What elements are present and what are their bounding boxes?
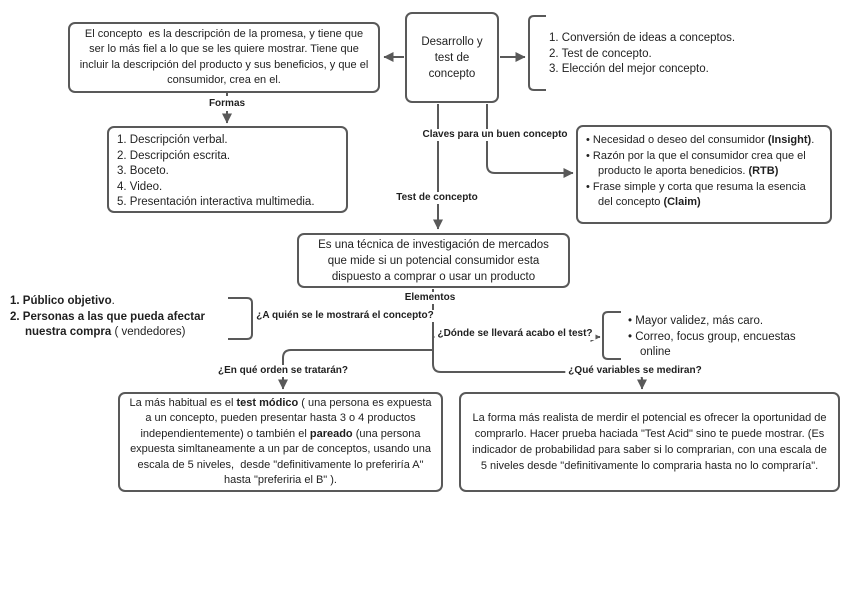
- list-item: 3. Elección del mejor concepto.: [549, 63, 709, 75]
- bracket-publico: [228, 297, 253, 340]
- list-item: 3. Boceto.: [117, 165, 169, 177]
- stages-list: 1. Conversión de ideas a conceptos. 2. T…: [549, 31, 779, 78]
- concept-definition-box: El concepto es la descripción de la prom…: [68, 22, 380, 93]
- bracket-validez: [602, 311, 621, 360]
- monadico-text: La más habitual es el test módico ( una …: [129, 396, 435, 487]
- list-item: 4. Video.: [117, 180, 163, 193]
- list-item: 5. Presentación interactiva multimedia.: [117, 196, 315, 208]
- bracket-stages: [528, 15, 546, 91]
- monadico-box: La más habitual es el test módico ( una …: [118, 392, 443, 492]
- concept-definition-text: El concepto es la descripción de la prom…: [79, 27, 372, 87]
- list-item: Mayor validez, más caro.: [628, 314, 828, 330]
- validez-list: Mayor validez, más caro. Correo, focus g…: [628, 314, 828, 361]
- tecnica-text: Es una técnica de investigación de merca…: [318, 238, 553, 283]
- list-item: Razón por la que el consumidor crea que …: [586, 149, 822, 180]
- tecnica-box: Es una técnica de investigación de merca…: [297, 233, 570, 288]
- connector-branch-orden: [278, 349, 433, 390]
- list-item: 1. Conversión de ideas a conceptos.: [549, 32, 736, 44]
- list-item: Correo, focus group, encuestas online: [628, 330, 828, 361]
- test-concepto-label: Test de concepto: [393, 192, 481, 204]
- list-item: 2. Descripción escrita.: [117, 149, 231, 162]
- list-item: 1. Público objetivo.: [10, 295, 115, 307]
- root-box-text: Desarrollo y test de concepto: [421, 35, 486, 80]
- acid-box: La forma más realista de merdir el poten…: [459, 392, 840, 492]
- list-item: 2. Test de concepto.: [549, 47, 652, 60]
- quien-label: ¿A quién se le mostrará el concepto?: [253, 310, 437, 322]
- connector-root-to-claves: [486, 104, 574, 178]
- list-item: Necesidad o deseo del consumidor (Insigh…: [586, 133, 822, 149]
- publico-list: 1. Público objetivo. 2. Personas a las q…: [10, 294, 235, 341]
- root-box: Desarrollo y test de concepto: [405, 12, 499, 103]
- claves-label: Claves para un buen concepto: [419, 129, 571, 141]
- variables-label: ¿Qué variables se mediran?: [565, 365, 705, 377]
- donde-label: ¿Dónde se llevará acabo el test?: [434, 328, 596, 340]
- list-item: 2. Personas a las que pueda afectar nues…: [10, 310, 205, 339]
- acid-text: La forma más realista de merdir el poten…: [472, 412, 830, 472]
- claves-box: Necesidad o deseo del consumidor (Insigh…: [576, 125, 832, 224]
- orden-label: ¿En qué orden se tratarán?: [214, 365, 352, 377]
- list-item: 1. Descripción verbal.: [117, 134, 228, 146]
- formas-label: Formas: [205, 98, 249, 110]
- formas-box: 1. Descripción verbal. 2. Descripción es…: [107, 126, 348, 213]
- elementos-label: Elementos: [401, 292, 459, 304]
- list-item: Frase simple y corta que resuma la esenc…: [586, 180, 822, 211]
